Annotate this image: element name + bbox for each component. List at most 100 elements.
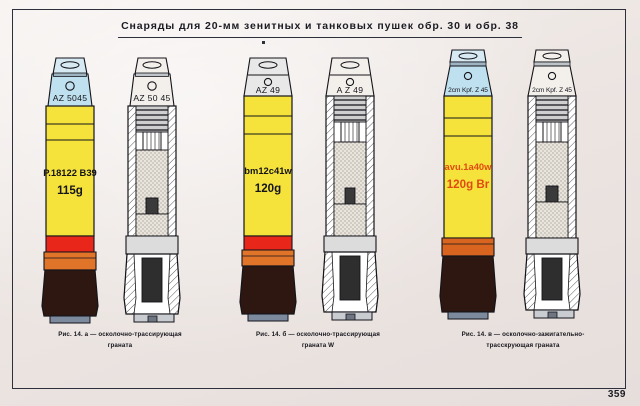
section-tracer-seat [333,203,367,237]
figure-c-sectioned-round: 2cm Kpf. Z 45 [523,49,581,319]
case-base [49,315,91,324]
section-fuze-marking: 2cm Kpf. Z 45 [532,87,572,94]
body-code-label: bm12c41w [244,165,292,176]
section-propellant [141,257,163,303]
thread-lines [334,99,366,121]
fuze-nose [52,57,88,75]
figure-a-drawing: AZ 5045 P.18122 B39 115g [41,57,181,324]
fuze-port [65,81,75,91]
title-dot-mark [262,41,265,44]
driving-band [241,249,295,267]
fuze-collar [449,61,487,67]
figure-b-painted-round: AZ 49 bm12c41w 120g [239,57,297,322]
figure-a-group: AZ 5045 P.18122 B39 115g [30,48,210,349]
booster-lines [344,122,358,142]
figure-b-caption-line1: Рис. 14. б — осколочно-трассирующая [256,331,380,338]
section-fuze-port [547,71,557,81]
section-driving-band [323,235,377,253]
figure-c-caption: Рис. 14. в — осколочно-зажигательно- тра… [428,329,618,352]
shell-body [243,95,293,237]
section-tracer-seat [535,201,569,239]
figure-a-painted-round: AZ 5045 P.18122 B39 115g [41,57,99,324]
section-driving-band [525,237,579,255]
figure-a-sectioned-round: AZ 50 45 [123,57,181,323]
section-fuze-port [147,81,157,91]
fuze-nose [449,49,487,63]
fuze-collar [53,72,87,77]
section-primer [147,315,158,323]
cartridge-case [239,265,297,315]
shell-body [443,95,493,239]
figure-b-sectioned-round: A Z 49 [321,57,379,321]
section-case-wall-right [365,251,379,313]
section-fuze-collar [533,61,571,67]
title-underline [118,37,522,39]
section-case-wall-right [567,253,581,311]
driving-band [441,237,495,257]
section-driving-band [125,235,179,255]
fuze-port [263,77,273,87]
color-band-red [243,235,293,251]
body-code-label: avu.1a40w [445,161,493,172]
section-case-wall-right [167,253,181,315]
section-fuze-nose [134,57,170,75]
section-wall-right [167,105,177,237]
section-wall-right [365,95,375,237]
color-band-red [45,235,95,253]
section-booster [142,131,162,151]
fuze-port [463,71,473,81]
booster-lines [146,132,160,150]
section-booster [340,121,360,143]
section-primer [345,313,356,321]
section-fuze-collar [135,72,169,77]
fuze-nose-ring [258,61,278,69]
section-wall-left [527,95,537,239]
section-propellant [339,255,361,301]
section-nose-ring [340,61,360,69]
thread-lines [136,109,168,131]
section-propellant [541,257,563,301]
section-wall-left [127,105,137,237]
section-fuze-marking: A Z 49 [337,85,364,95]
thread-lines [536,99,568,121]
page-border [12,9,626,389]
figure-c-drawing: 2cm Kpf. Z 45 avu.1a40w 120g Br 2cm Kpf.… [439,49,581,320]
body-weight-label: 120g Br [447,178,490,191]
figure-c-group: 2cm Kpf. Z 45 avu.1a40w 120g Br 2cm Kpf.… [428,48,618,349]
fuze-nose-ring [458,52,478,60]
section-fuze-nose [533,49,571,63]
cartridge-case [439,255,497,313]
figure-a-caption-line1: Рис. 14. а — осколочно-трассирующая [58,331,182,338]
case-base [247,313,289,322]
section-booster [542,121,562,143]
fuze-nose-ring [60,61,80,69]
section-nose-ring [142,61,162,69]
figure-b-caption-line2: граната W [301,342,335,350]
figure-a-caption: Рис. 14. а — осколочно-трассирующая гран… [30,329,210,352]
case-base [447,311,489,320]
fuze-marking-label: AZ 49 [256,85,280,95]
page-number: 359 [607,389,626,400]
section-nose-ring [542,52,562,60]
page-title: Снаряды для 20-мм зенитных и танковых пу… [121,20,519,32]
fuze-marking-label: AZ 5045 [53,93,88,103]
figure-b-group: AZ 49 bm12c41w 120g A Z 49 [228,48,408,349]
booster-lines [546,122,560,142]
figure-c-caption-line2: трасскрующая граната [486,342,560,350]
figure-c-caption-line1: Рис. 14. в — осколочно-зажигательно- [461,331,585,338]
body-weight-label: 120g [255,182,281,195]
body-weight-label: 115g [57,184,83,197]
section-primer [547,311,558,319]
section-wall-right [567,95,577,239]
fuze-marking-label: 2cm Kpf. Z 45 [448,87,488,94]
section-fuze-port [345,77,355,87]
figure-c-painted-round: 2cm Kpf. Z 45 avu.1a40w 120g Br [439,49,497,320]
figure-b-caption: Рис. 14. б — осколочно-трассирующая гран… [228,329,408,352]
section-wall-left [325,95,335,237]
section-fuze-marking: AZ 50 45 [133,93,170,103]
body-code-label: P.18122 B39 [43,167,97,178]
driving-band [43,251,97,271]
cartridge-case [41,269,99,317]
figure-a-caption-line2: граната [107,342,133,350]
